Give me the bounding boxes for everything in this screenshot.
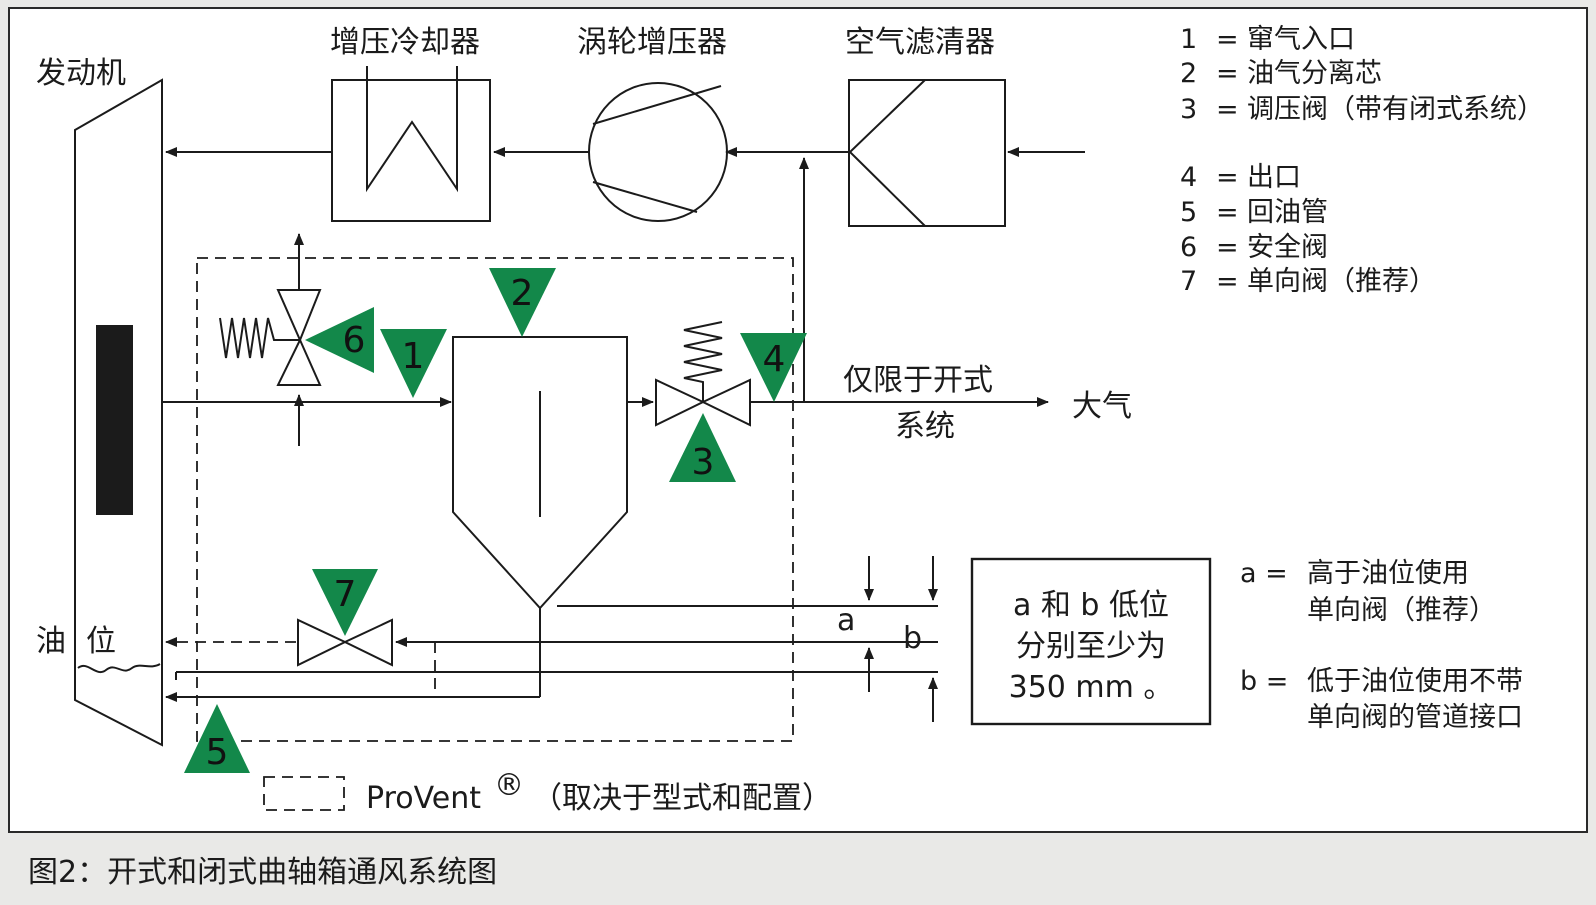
svg-text:2: 2 (1180, 58, 1197, 89)
svg-text:2: 2 (511, 273, 534, 314)
provent-boundary (196, 257, 794, 742)
svg-text:=: = (1216, 94, 1239, 125)
svg-text:6: 6 (343, 320, 366, 361)
svg-text:安全阀: 安全阀 (1247, 232, 1328, 263)
svg-text:1: 1 (402, 336, 425, 377)
svg-text:a =: a = (1240, 558, 1288, 589)
oil-return-lines (165, 605, 938, 702)
open-system-label-2: 系统 (895, 409, 955, 444)
svg-text:b =: b = (1240, 666, 1288, 697)
engine-label: 发动机 (36, 56, 126, 91)
svg-text:窜气入口: 窜气入口 (1247, 24, 1355, 55)
provent-registered-mark: ® (494, 768, 524, 803)
svg-text:=: = (1216, 232, 1239, 263)
intercooler-unit (331, 66, 491, 222)
svg-text:单向阀（推荐）: 单向阀（推荐） (1247, 266, 1436, 297)
marker-4: 4 (740, 333, 807, 402)
note-line-3: 350 mm 。 (1009, 670, 1174, 705)
svg-text:3: 3 (1180, 94, 1197, 125)
provent-name: ProVent (366, 781, 481, 816)
engine-crankcase-bar (96, 325, 133, 515)
svg-text:=: = (1216, 197, 1239, 228)
turbocharger-label: 涡轮增压器 (577, 25, 727, 60)
svg-text:5: 5 (206, 732, 229, 773)
atmosphere-label: 大气 (1072, 389, 1132, 424)
oil-level-label-1: 油 (36, 624, 66, 659)
note-line-1: a 和 b 低位 (1013, 588, 1169, 623)
svg-text:调压阀（带有闭式系统）: 调压阀（带有闭式系统） (1247, 94, 1544, 125)
open-system-only-label: 仅限于开式 (843, 363, 993, 398)
safety-valve (219, 233, 322, 446)
svg-text:=: = (1216, 266, 1239, 297)
svg-text:回油管: 回油管 (1247, 197, 1328, 228)
marker-6: 6 (305, 307, 374, 373)
marker-1: 1 (380, 329, 447, 398)
svg-text:单向阀的管道接口: 单向阀的管道接口 (1307, 702, 1523, 733)
dimension-b-label: b (903, 621, 922, 656)
component-legend: 1 = 窜气入口 2 = 油气分离芯 3 = 调压阀（带有闭式系统） 4 = 出… (1180, 24, 1544, 297)
svg-text:=: = (1216, 24, 1239, 55)
diagram-panel (8, 7, 1588, 833)
svg-text:7: 7 (334, 574, 357, 615)
svg-text:1: 1 (1180, 24, 1197, 55)
intake-air-path (165, 147, 1085, 402)
provent-description: （取决于型式和配置） (532, 781, 832, 816)
marker-5: 5 (184, 704, 250, 773)
svg-text:出口: 出口 (1247, 162, 1301, 193)
svg-text:单向阀（推荐）: 单向阀（推荐） (1307, 595, 1496, 626)
svg-text:=: = (1216, 162, 1239, 193)
oil-separator (452, 336, 628, 610)
svg-text:4: 4 (763, 339, 786, 380)
ab-legend: a = 高于油位使用 单向阀（推荐） b = 低于油位使用不带 单向阀的管道接口 (1240, 558, 1523, 733)
marker-3: 3 (669, 413, 736, 483)
figure-caption: 图2：开式和闭式曲轴箱通风系统图 (28, 855, 497, 890)
svg-text:4: 4 (1180, 162, 1197, 193)
svg-text:3: 3 (692, 442, 715, 483)
svg-text:低于油位使用不带: 低于油位使用不带 (1307, 666, 1523, 697)
svg-text:油气分离芯: 油气分离芯 (1247, 58, 1382, 89)
marker-7: 7 (312, 569, 378, 636)
dimension-a-label: a (837, 603, 855, 638)
svg-text:7: 7 (1180, 266, 1197, 297)
oil-level-wave (77, 663, 161, 673)
check-valve (297, 618, 393, 667)
marker-2: 2 (489, 268, 556, 337)
oil-level-label-2: 位 (86, 624, 116, 659)
air-filter-label: 空气滤清器 (845, 25, 995, 60)
engine-block (74, 78, 163, 747)
svg-text:高于油位使用: 高于油位使用 (1307, 558, 1469, 589)
provent-legend-swatch (263, 776, 345, 811)
note-line-2: 分别至少为 (1016, 629, 1166, 664)
intercooler-label: 增压冷却器 (330, 25, 480, 60)
svg-text:=: = (1216, 58, 1239, 89)
svg-text:6: 6 (1180, 232, 1197, 263)
note-box (970, 557, 1212, 726)
svg-text:5: 5 (1180, 197, 1197, 228)
